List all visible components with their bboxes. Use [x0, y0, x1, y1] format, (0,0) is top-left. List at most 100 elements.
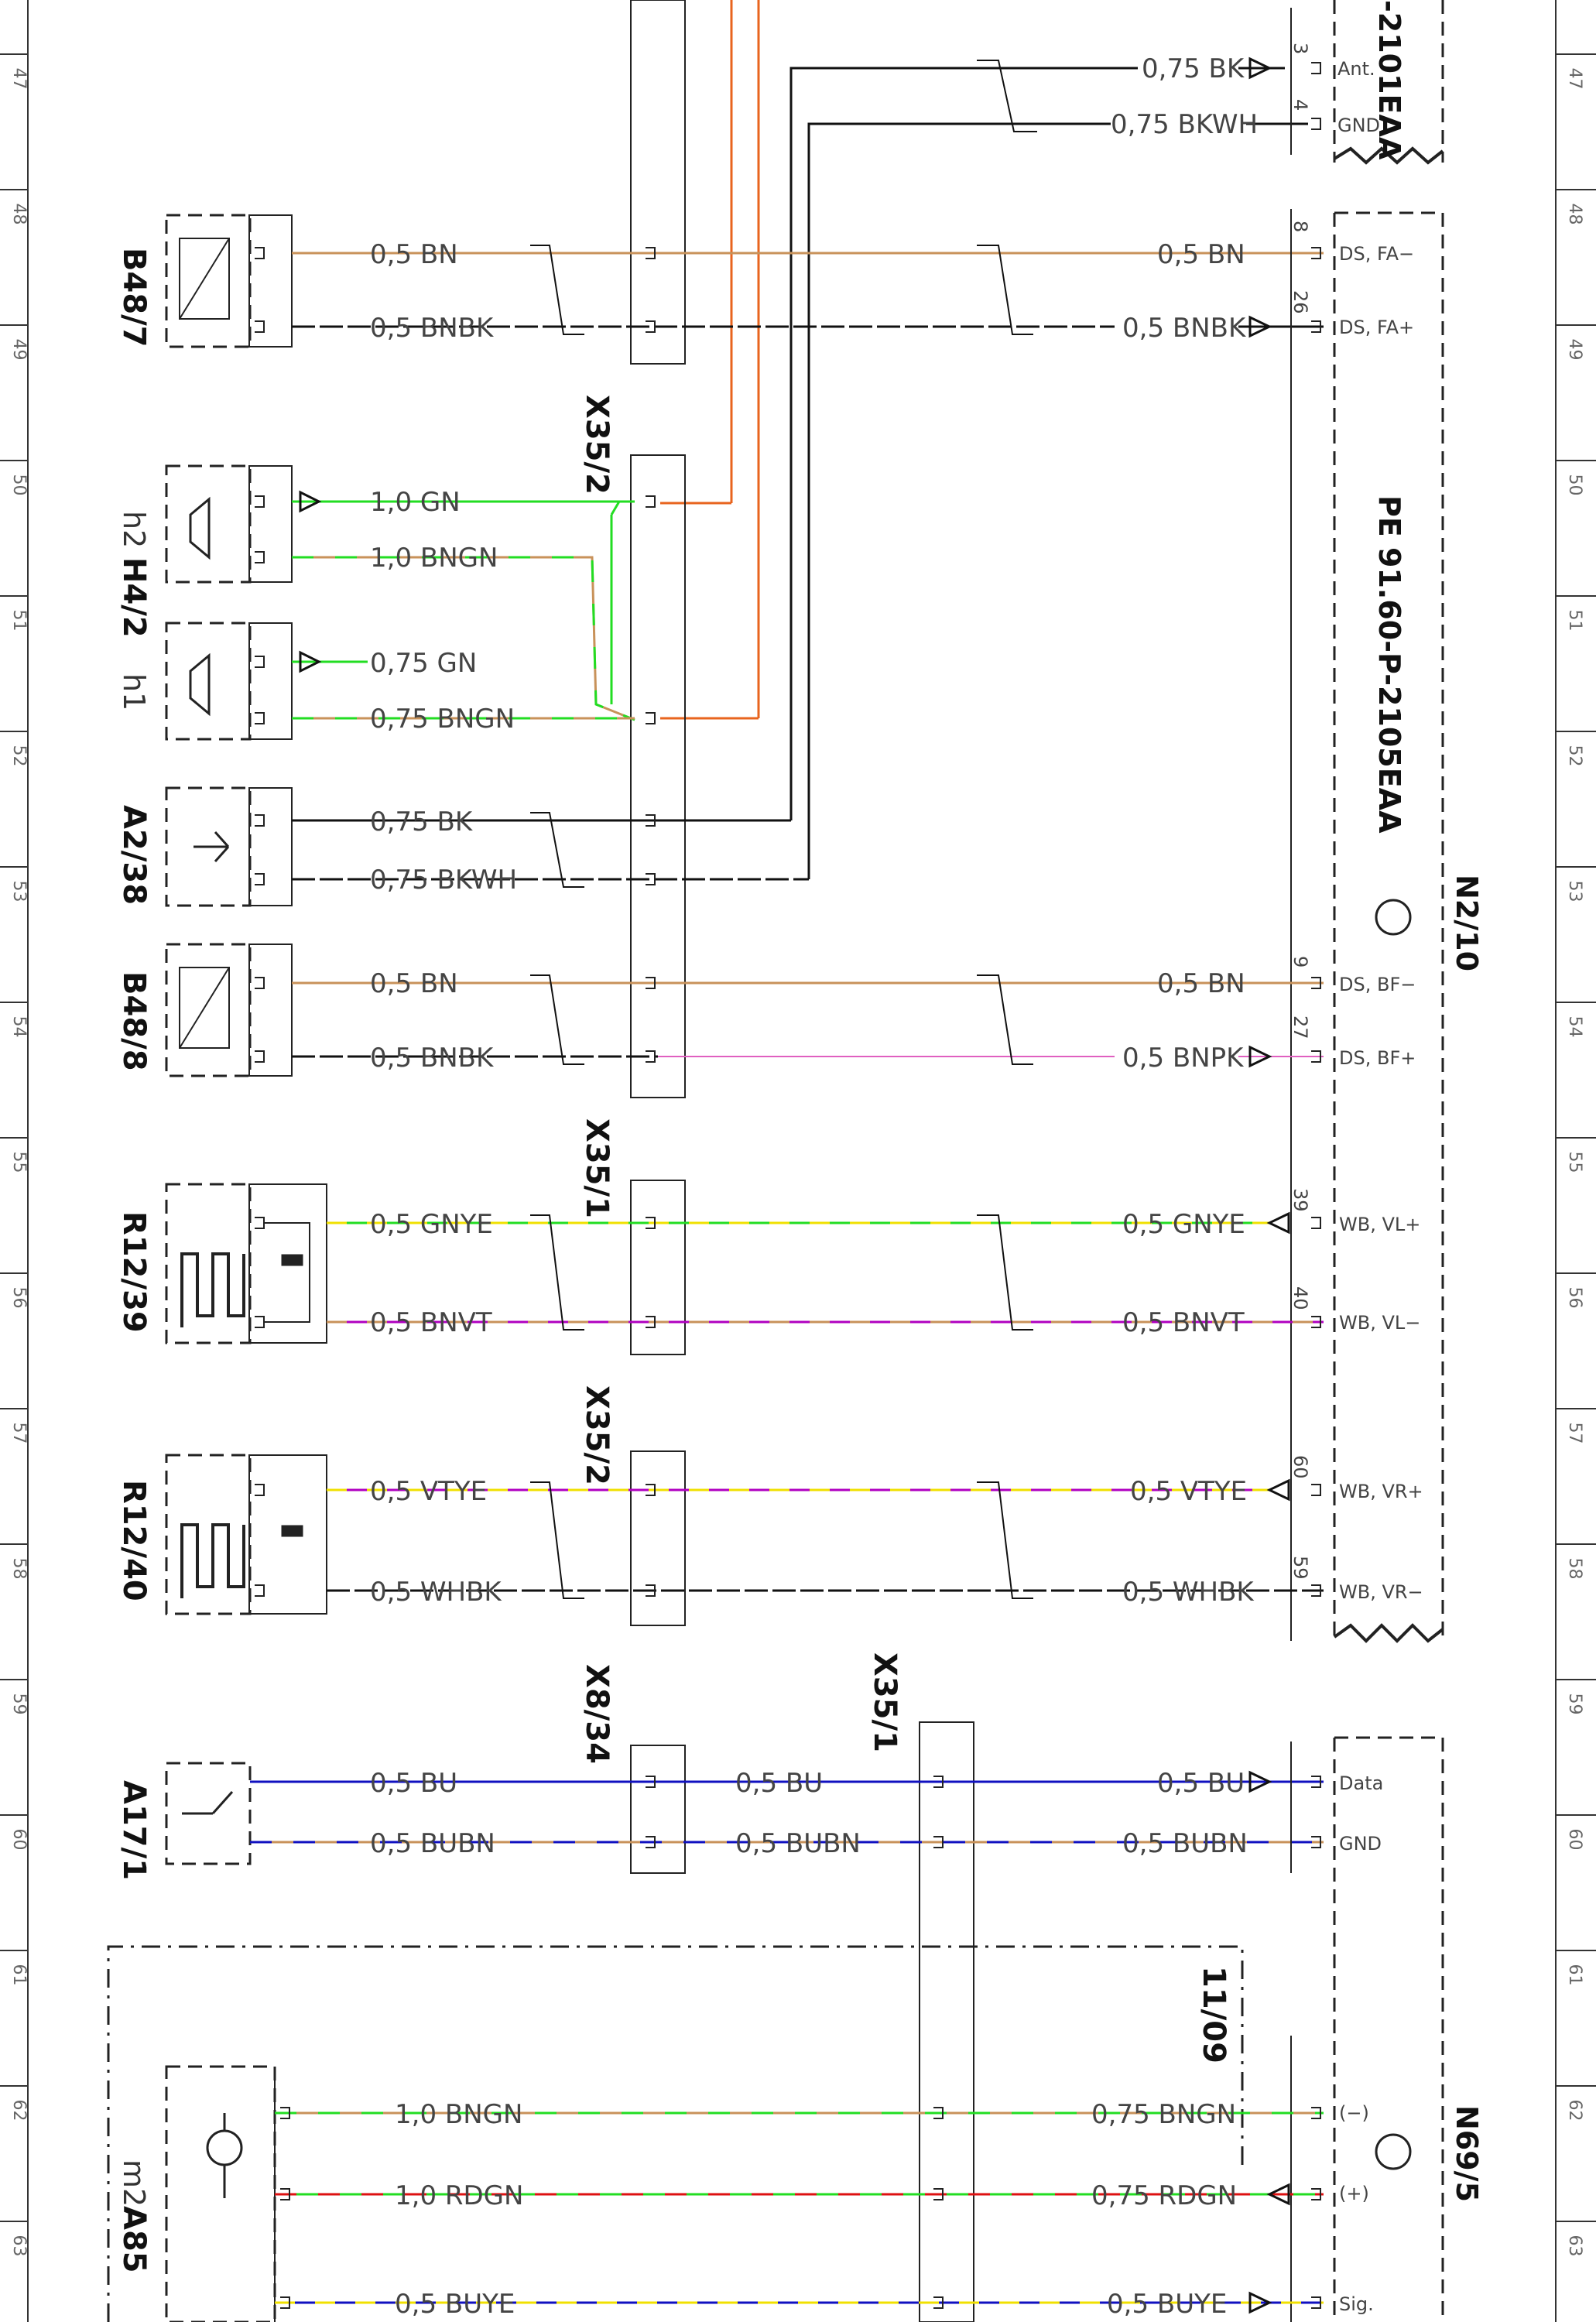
component-a85: A85: [116, 2206, 152, 2273]
wire-label: 0,5 WHBK: [1122, 1577, 1255, 1608]
arrow-icon: [1266, 1478, 1290, 1502]
wire-label: 1,0 GN: [370, 487, 461, 518]
component-a17-1: A17/1: [116, 1780, 152, 1880]
component-h4-2: H4/2: [116, 557, 152, 638]
grid-number: 62: [9, 2100, 29, 2122]
arrow-icon: [1248, 1770, 1272, 1793]
component-n69-5: N69/5: [1450, 2105, 1484, 2202]
sensor-b48-8: [165, 943, 293, 1077]
grid-number: 51: [9, 610, 29, 632]
wire-label: 0,5 VTYE: [370, 1476, 487, 1507]
wire-label: 1,0 RDGN: [395, 2180, 523, 2211]
module-top-right: [1290, 0, 1444, 165]
wire-label: 0,5 VTYE: [1130, 1476, 1247, 1507]
wire-label-top-bk: 0,75 BK: [1142, 53, 1245, 84]
antenna-wires-top: [789, 60, 1308, 879]
connector-x35-1-lower: X35/1: [867, 1652, 902, 1752]
wire-label: 0,75 BNGN: [370, 704, 515, 735]
arrow-icon: [1248, 1045, 1272, 1068]
grid-number: 54: [9, 1016, 29, 1038]
ref-11-09: 11/09: [1196, 1966, 1231, 2063]
pin: 27: [1289, 1015, 1311, 1039]
switch-a17-1: [165, 1762, 252, 1865]
wire-label: 0,5 BNVT: [1122, 1307, 1245, 1338]
signal: (+): [1339, 2183, 1369, 2204]
wire-label: 0,5 GNYE: [370, 1209, 493, 1240]
wire-label: 0,5 BN: [370, 239, 458, 270]
a85-frame: [107, 1945, 1244, 2322]
connector-x35-2: X35/2: [579, 395, 615, 495]
signal: DS, BF+: [1339, 1047, 1416, 1069]
connector-x8-34: X8/34: [579, 1664, 615, 1764]
wire-label: 0,5 BUYE: [395, 2289, 515, 2320]
component-r12-39: R12/39: [116, 1211, 152, 1333]
module-n69-5: [1290, 1736, 1444, 2322]
arrow-icon: [1266, 2183, 1290, 2206]
grid-number: 62: [1565, 2100, 1584, 2122]
grid-number: 63: [1565, 2235, 1584, 2257]
wire-label: 0,5 BUBN: [1122, 1828, 1248, 1859]
signal: Sig.: [1339, 2293, 1374, 2315]
wire-label: 0,5 BUBN: [370, 1828, 495, 1859]
wire-label: 0,5 BUYE: [1107, 2289, 1227, 2320]
grid-number: 47: [1565, 68, 1584, 90]
signal: WB, VL−: [1339, 1312, 1420, 1334]
grid-number: 49: [9, 339, 29, 361]
arrow-icon: [1248, 2291, 1272, 2314]
grid-number: 51: [1565, 610, 1584, 632]
grid-number: 59: [1565, 1694, 1584, 1715]
pin: 39: [1289, 1188, 1311, 1212]
grid-number: 53: [9, 881, 29, 902]
grid-number: 55: [9, 1152, 29, 1173]
grid-number: 58: [1565, 1558, 1584, 1580]
signal: DS, FA−: [1339, 243, 1414, 265]
ref-pe: PE 91.60-P-2105EAA: [1372, 495, 1406, 834]
pin-4: 4: [1289, 99, 1311, 111]
sensor-b48-7: [165, 214, 293, 348]
heater-r12-40: [165, 1454, 327, 1615]
wire-label: 1,0 BNGN: [370, 543, 498, 574]
arrow-icon: [1248, 315, 1272, 338]
grid-number: 58: [9, 1558, 29, 1580]
grid-number: 48: [1565, 204, 1584, 225]
wire-label: 0,5 BU: [1157, 1768, 1245, 1799]
signal: DS, BF−: [1339, 974, 1416, 995]
wire-label: 0,75 RDGN: [1091, 2180, 1237, 2211]
pin: 26: [1289, 290, 1311, 314]
wire-label: 0,5 BU: [370, 1768, 457, 1799]
connector-x8-34-box: [630, 1745, 686, 1874]
ref-top-right: -2101EAA: [1372, 0, 1406, 160]
wire-label: 0,5 BNPK: [1122, 1043, 1245, 1074]
component-b48-7: B48/7: [116, 248, 152, 348]
grid-number: 54: [1565, 1016, 1584, 1038]
signal: WB, VR+: [1339, 1481, 1423, 1502]
connector-x35-1-box: [630, 1180, 686, 1355]
grid-number: 57: [1565, 1423, 1584, 1444]
grid-number: 63: [9, 2235, 29, 2257]
connector-x35-2-box: [630, 454, 686, 1098]
wire-label: 0,75 BK: [370, 807, 474, 837]
pin: 60: [1289, 1455, 1311, 1479]
grid-number: 52: [9, 745, 29, 767]
module-n2-10: [1290, 209, 1444, 1643]
top-orange-wires: [660, 0, 760, 720]
wire-label: 0,5 WHBK: [370, 1577, 502, 1608]
wire-label: 0,5 BNBK: [1122, 313, 1247, 344]
grid-number: 56: [9, 1287, 29, 1309]
grid-number: 60: [1565, 1829, 1584, 1851]
component-r12-40: R12/40: [116, 1480, 152, 1601]
connector-plugs: [255, 62, 1321, 2309]
signal: WB, VL+: [1339, 1214, 1420, 1235]
grid-number: 55: [1565, 1152, 1584, 1173]
grid-number: 60: [9, 1829, 29, 1851]
wire-label-top-bkwh: 0,75 BKWH: [1111, 109, 1258, 140]
signal: Data: [1339, 1772, 1383, 1794]
connector-x35-1: X35/1: [579, 1118, 615, 1218]
signal: WB, VR−: [1339, 1581, 1423, 1603]
arrow-icon: [299, 490, 322, 513]
wire-label: 0,5 BUBN: [735, 1828, 861, 1859]
signal-gnd-top: GND: [1337, 115, 1380, 136]
arrow-icon: [1248, 57, 1272, 80]
